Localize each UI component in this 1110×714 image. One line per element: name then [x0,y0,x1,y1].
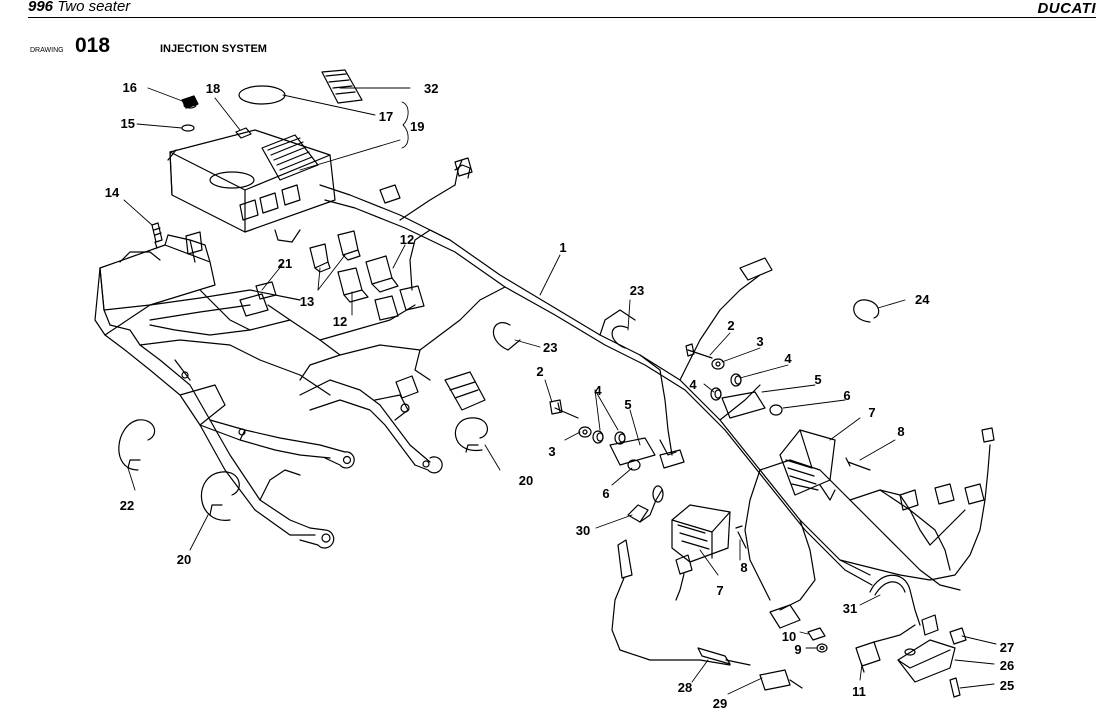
callout-9: 9 [794,642,801,657]
mounting-hardware-right [685,343,783,419]
leader-lines [123,87,997,695]
callout-14: 14 [105,185,120,200]
connectors-12 [337,255,425,321]
callout-3b: 3 [548,444,555,459]
pressure-sensor [897,614,967,698]
page-header: 996 Two seater DUCATI [0,0,1110,18]
callout-24: 24 [915,292,930,307]
callout-32: 32 [424,81,438,96]
ignition-coil [671,504,731,601]
header-divider [28,17,1096,18]
callout-13: 13 [300,294,314,309]
sensor-small-parts [807,624,916,673]
callout-5a: 5 [814,372,821,387]
callout-20a: 20 [519,473,533,488]
lambda-sensor [611,539,803,691]
callout-8a: 8 [897,424,904,439]
callout-23a: 23 [630,283,644,298]
cable-clips [118,299,880,521]
rubber-cap [238,85,286,105]
callout-6a: 6 [843,388,850,403]
screw-8b [735,525,747,549]
callout-5b: 5 [624,397,631,412]
callout-30: 30 [576,523,590,538]
wiring-harness [149,159,991,611]
right-connectors [899,427,995,511]
temperature-sensor [151,222,163,249]
mounting-hardware-left [549,399,685,471]
callout-2a: 2 [727,318,734,333]
model-name: Two seater [57,0,131,15]
callout-4b: 4 [689,377,697,392]
callout-12a: 12 [333,314,347,329]
callout-19: 19 [410,119,424,134]
callout-27: 27 [1000,640,1014,655]
sensor-30 [627,485,664,523]
drawing-number: 018 [75,34,111,57]
callout-1: 1 [559,240,566,255]
drawing-label: DRAWING [30,47,64,54]
callout-2b: 2 [536,364,543,379]
screw-8 [845,457,871,471]
harness-connector [395,371,486,411]
callout-7b: 7 [716,583,723,598]
callout-23b: 23 [543,340,557,355]
callout-26: 26 [1000,658,1014,673]
hose-31b [874,581,906,596]
callout-21: 21 [278,256,292,271]
connector-21 [239,281,277,317]
callout-4a: 4 [784,351,792,366]
callout-15: 15 [121,116,135,131]
label-plate [321,69,363,104]
regulator [779,429,836,501]
callout-31: 31 [843,601,857,616]
model-number: 996 [28,0,54,15]
callout-16: 16 [123,80,137,95]
callout-8b: 8 [740,560,747,575]
callout-11: 11 [852,684,866,699]
callout-numbers: 16 15 18 17 32 19 14 21 13 12 12 1 23 23… [105,80,1014,711]
model-title: 996 Two seater [28,0,130,15]
callout-20b: 20 [177,552,191,567]
brand-logo: DUCATI [1037,0,1096,17]
top-connector [379,157,773,281]
callout-29: 29 [713,696,727,711]
callout-28: 28 [678,680,692,695]
connectors-13 [309,230,361,273]
ecu [167,129,336,255]
callout-22: 22 [120,498,134,513]
drawing-title: INJECTION SYSTEM [160,43,267,55]
callout-18: 18 [206,81,220,96]
ecu-fasteners [181,95,252,139]
callout-12b: 12 [400,232,414,247]
callout-25: 25 [1000,678,1014,693]
callout-10: 10 [782,629,796,644]
callout-3a: 3 [756,334,763,349]
callout-6b: 6 [602,486,609,501]
hose-31 [869,574,921,626]
callout-4c: 4 [594,383,602,398]
callout-7a: 7 [868,405,875,420]
callout-17: 17 [379,109,393,124]
subframe [94,234,443,549]
